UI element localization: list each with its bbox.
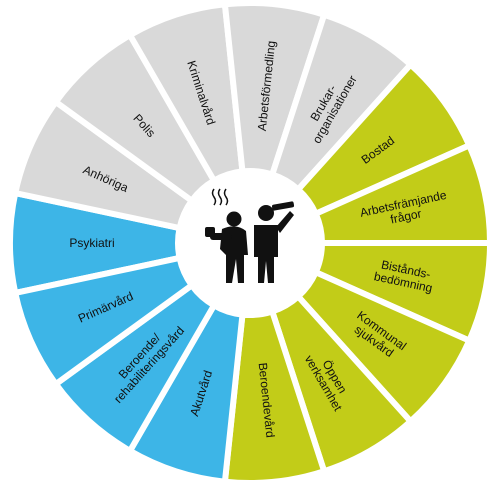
center-hub [176, 169, 324, 317]
label-line: Psykiatri [69, 236, 114, 250]
two-people-drinking-icon [205, 188, 295, 283]
label-line: frågor [389, 206, 423, 226]
label-psykiatri: Psykiatri [69, 236, 114, 250]
